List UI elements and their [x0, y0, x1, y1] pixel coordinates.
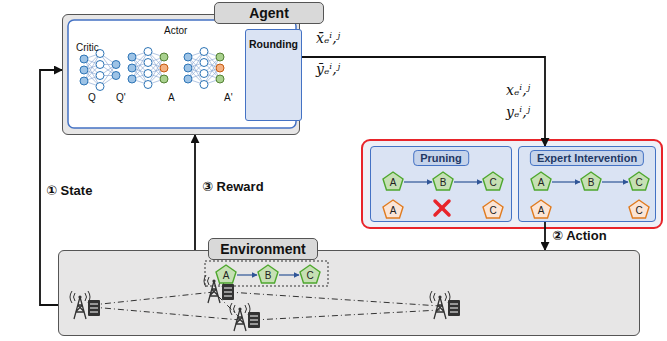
service-pentagon: C	[628, 199, 650, 219]
chain-arrow	[454, 181, 482, 182]
network-links	[92, 292, 440, 320]
flow-arrow	[544, 222, 546, 250]
pentagon-letter: A	[538, 178, 545, 188]
service-pentagon: A	[215, 264, 237, 284]
pentagon-letter: A	[538, 206, 545, 216]
service-pentagon: B	[257, 264, 279, 284]
neural-network	[80, 48, 224, 91]
pruning-ground	[370, 146, 512, 222]
group-box: ABCEnvironment	[58, 250, 640, 336]
chain-arrow	[552, 181, 580, 182]
service-pentagon: C	[482, 199, 504, 219]
pentagon-letter: C	[489, 178, 496, 188]
base-station	[230, 303, 260, 331]
process-box: Rounding	[245, 29, 302, 121]
network-output: A'	[224, 92, 233, 104]
group-title: Environment	[208, 238, 318, 260]
pruned-mark	[435, 201, 449, 215]
service-pentagon: C	[299, 264, 321, 284]
strategy-box: A B C A C Expert Intervention	[518, 146, 656, 222]
strategy-box: A B C A C Pruning	[370, 146, 512, 222]
action-frame	[362, 140, 662, 228]
pentagon-letter: A	[390, 178, 397, 188]
chain-arrow	[602, 181, 628, 182]
flow-arrow	[194, 135, 196, 250]
service-pentagon: C	[628, 171, 650, 191]
box-title: Pruning	[413, 150, 469, 166]
chain-arrow	[404, 181, 432, 182]
network-output: Q'	[116, 92, 126, 104]
base-station	[430, 291, 460, 319]
service-pentagon: A	[530, 171, 552, 191]
pentagon-letter: C	[306, 271, 313, 281]
box-title: Expert Intervention	[530, 150, 644, 166]
math-symbol: xₑⁱ,ʲ	[506, 82, 530, 98]
chain-arrow	[279, 274, 299, 275]
flow-arrow	[302, 57, 545, 146]
pentagon-letter: C	[635, 178, 642, 188]
math-symbol: ȳₑⁱ,ʲ	[316, 61, 340, 77]
service-pentagon: A	[382, 171, 404, 191]
service-pentagon: B	[432, 171, 454, 191]
expert-ground	[518, 146, 656, 222]
service-pentagon: B	[580, 171, 602, 191]
pentagon-letter: B	[588, 178, 595, 188]
pentagon-letter: B	[440, 178, 447, 188]
network-label: Actor	[164, 25, 187, 37]
service-pentagon: A	[382, 199, 404, 219]
pentagon-letter: B	[265, 271, 272, 281]
base-station	[70, 291, 100, 319]
chain-frame	[205, 261, 328, 286]
flow-label: ① State	[46, 184, 92, 199]
box-label: Rounding	[249, 38, 298, 50]
flow-label: ② Action	[552, 229, 607, 244]
pentagon-letter: C	[489, 206, 496, 216]
flow-label: ③ Reward	[202, 180, 264, 195]
math-symbol: x̄ₑⁱ,ʲ	[316, 30, 340, 46]
math-symbol: yₑⁱ,ʲ	[506, 104, 530, 120]
network-output: Q	[88, 92, 96, 104]
environment-ground	[58, 250, 640, 336]
group-title: Agent	[214, 2, 324, 24]
pentagon-letter: A	[390, 206, 397, 216]
pentagon-letter: A	[223, 271, 230, 281]
network-label: Critic	[76, 42, 99, 54]
service-pentagon: C	[482, 171, 504, 191]
chain-arrow	[237, 274, 257, 275]
service-pentagon: A	[530, 199, 552, 219]
network-output: A	[168, 92, 175, 104]
pentagon-letter: C	[635, 206, 642, 216]
